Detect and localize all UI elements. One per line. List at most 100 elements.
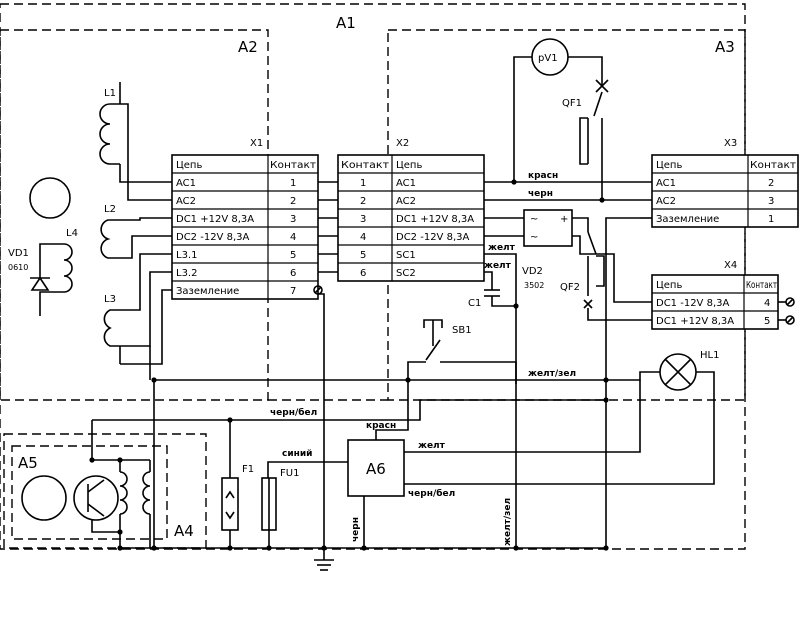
wire-a5-top — [92, 459, 121, 472]
label-a1: A1 — [336, 14, 356, 32]
node — [266, 545, 272, 551]
x1-contact: 5 — [290, 250, 296, 261]
transistor-emitter — [87, 503, 105, 517]
a6-box — [347, 439, 405, 497]
coil-a5-left — [119, 471, 128, 515]
vd2-tilde-b: ~ — [530, 232, 538, 243]
wire-label-chern-bel-1: черн/бел — [270, 407, 317, 418]
wire-label-zhelt-zel-v: желт/зел — [503, 498, 513, 546]
label-c1: C1 — [468, 298, 481, 309]
label-l2: L2 — [104, 204, 116, 215]
x4-circuit: DC1 +12V 8,3A — [656, 316, 734, 327]
x1-name: X1 — [250, 138, 263, 149]
frame-a5 — [11, 445, 168, 540]
wire-ground-x1 — [318, 293, 325, 548]
qf1-contact — [593, 91, 603, 117]
wire-a6-krasn — [375, 380, 409, 440]
label-f1: F1 — [242, 464, 254, 475]
node — [227, 417, 233, 423]
diode-vd1 — [30, 276, 50, 291]
x4-circuit: DC1 -12V 8,3A — [656, 298, 729, 309]
x3-circuit: AC1 — [656, 178, 676, 189]
x3-circuit: Заземление — [656, 214, 719, 225]
x4-contact: 5 — [764, 316, 770, 327]
wire-label-zhelt-zel-h: желт/зел — [528, 369, 576, 379]
wire-l3-2 — [120, 271, 172, 347]
x3-name: X3 — [724, 138, 737, 149]
wire-hl1-zhelt — [404, 380, 641, 453]
ground-bus — [117, 293, 606, 560]
x3-contact: 3 — [768, 196, 774, 207]
label-a6: A6 — [366, 460, 386, 478]
connector-x1: X1 Цепь Контакт AC1 1 AC2 2 DC1 +12V 8,3… — [171, 138, 319, 300]
node — [603, 377, 609, 383]
wire-label-krasn-a6: красн — [366, 421, 396, 431]
x1-x2-links — [318, 181, 338, 273]
fuse-f1: F1 — [221, 417, 254, 548]
block-a6: A6 красн желт черн/бел синий черн — [267, 380, 455, 551]
x2-circuit: DC2 -12V 8,3A — [396, 232, 469, 243]
x1-circuit: AC1 — [176, 178, 196, 189]
wire-label-zhelt-a6: желт — [418, 441, 446, 451]
wire-l3-1 — [120, 253, 172, 311]
generator-a5 — [21, 475, 67, 521]
qf1-thermal — [579, 117, 588, 165]
x1-circuit: L3.1 — [176, 250, 197, 261]
wire-l2-dc1 — [118, 217, 172, 221]
label-vd1-part: 0610 — [8, 263, 28, 272]
x1-circuit: DC1 +12V 8,3A — [176, 214, 254, 225]
label-a4: A4 — [174, 522, 194, 540]
x2-contact: 6 — [360, 268, 366, 279]
label-a5: A5 — [18, 454, 38, 472]
wire-a6-sinii — [267, 461, 348, 478]
x1-circuit: DC2 -12V 8,3A — [176, 232, 249, 243]
wire-hl1-right — [404, 371, 715, 485]
x1-circuit: Заземление — [176, 286, 239, 297]
transistor-a5 — [73, 475, 119, 521]
wire-l3-ground — [120, 289, 172, 365]
x1-circuit: AC2 — [176, 196, 196, 207]
label-qf1: QF1 — [562, 98, 582, 109]
qf2-thermal — [596, 255, 605, 287]
wire-label-zhelt-1: желт — [488, 243, 516, 253]
f1-arrow-up — [225, 490, 235, 499]
wire-label-chern-v: черн — [351, 517, 361, 542]
label-vd2: VD2 — [522, 266, 543, 277]
x3-contact: 1 — [768, 214, 774, 225]
label-pv1: pV1 — [538, 53, 558, 64]
label-fu1: FU1 — [280, 468, 299, 479]
wire-ground-x3-down — [605, 217, 640, 400]
node — [117, 457, 123, 463]
wire-l4-bot — [39, 291, 64, 316]
wire-qf2-x4 — [587, 308, 652, 321]
x4-col-circuit: Цепь — [656, 280, 682, 291]
x1-contact: 2 — [290, 196, 296, 207]
label-l3: L3 — [104, 294, 116, 305]
qf1-cross-b — [595, 79, 609, 93]
wire-c1-bot — [491, 296, 516, 307]
wire-sb1-right — [440, 361, 517, 384]
label-qf2: QF2 — [560, 282, 580, 293]
coil-l2 — [100, 219, 118, 259]
node — [227, 545, 233, 551]
x2-circuit: AC2 — [396, 196, 416, 207]
coil-a5-right — [142, 471, 151, 515]
wire-l1-ac1 — [119, 164, 172, 183]
wire-pv1-left — [513, 56, 532, 182]
wire-label-sinii: синий — [282, 449, 312, 459]
label-a3: A3 — [715, 38, 735, 56]
wire-vd2-minus — [572, 235, 652, 303]
label-l4: L4 — [66, 228, 78, 239]
connector-x4: X4 Цепь Контакт DC1 -12V 8,3A 4 DC1 +12V… — [651, 260, 779, 330]
x1-contact: 7 — [290, 286, 296, 297]
x1-col-circuit: Цепь — [176, 160, 202, 171]
frame-a4 — [3, 433, 207, 549]
wire-label-krasn-top: красн — [528, 171, 558, 181]
qf2-cross-b — [583, 299, 593, 309]
a2-components: L1 L4 VD1 0610 L2 L3 — [8, 82, 172, 365]
wire-pv1-right — [568, 56, 603, 74]
coil-l1 — [99, 103, 120, 165]
x2-name: X2 — [396, 138, 409, 149]
x3-circuit: AC2 — [656, 196, 676, 207]
